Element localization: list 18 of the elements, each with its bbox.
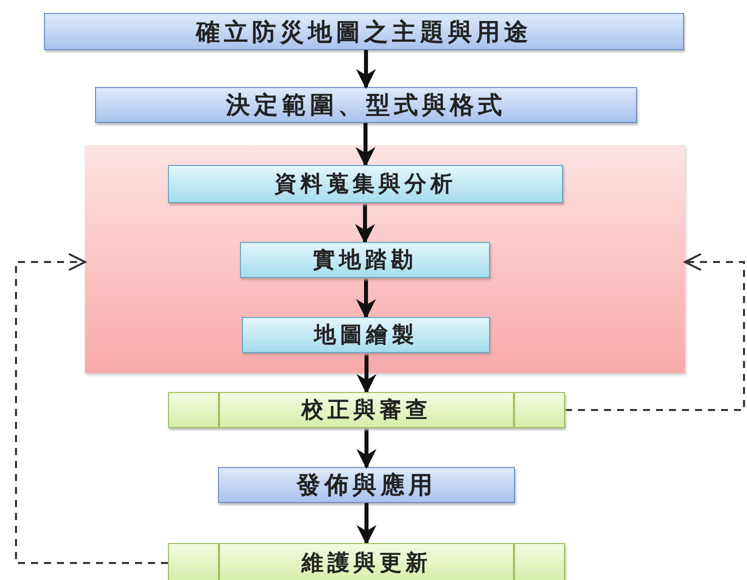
arrow: [355, 203, 375, 244]
group-panel: [85, 145, 685, 373]
process-box: 確立防災地圖之主題與用途: [44, 13, 684, 50]
process-box: 發佈與應用: [218, 467, 515, 503]
arrow: [356, 503, 376, 545]
step-box: 維護與更新: [168, 543, 565, 580]
arrow: [356, 50, 376, 89]
step-box: 校正與審查: [168, 392, 565, 428]
process-box: 實地踏勘: [240, 242, 490, 278]
arrow: [356, 278, 376, 319]
arrow: [15, 253, 168, 564]
arrow: [356, 123, 376, 167]
process-box: 地圖繪製: [242, 317, 490, 353]
process-box: 決定範圍、型式與格式: [95, 87, 637, 123]
arrow: [565, 253, 745, 411]
arrow: [356, 353, 376, 394]
process-box: 資料蒐集與分析: [168, 165, 563, 203]
arrow: [356, 428, 376, 469]
